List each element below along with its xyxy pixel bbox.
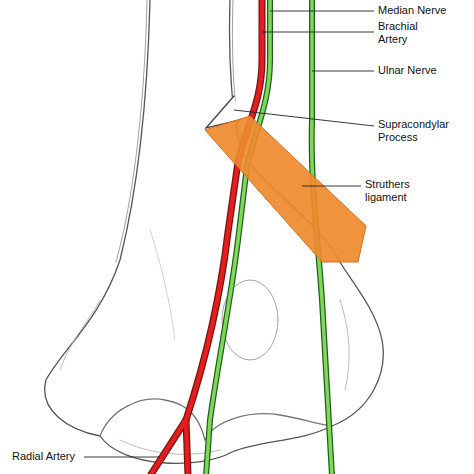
ligament-band <box>205 116 366 262</box>
structure-label: Ulnar Nerve <box>378 64 472 77</box>
artery-vessel <box>150 0 262 474</box>
nerve-line <box>206 0 270 474</box>
leader-line <box>84 11 374 457</box>
structure-label: Median Nerve <box>378 4 472 17</box>
structure-label: Struthers ligament <box>365 178 435 204</box>
structure-label: Radial Artery <box>12 450 112 463</box>
structure-label: Supracondylar Process <box>378 118 468 144</box>
structure-label: Brachial Artery <box>378 20 434 46</box>
